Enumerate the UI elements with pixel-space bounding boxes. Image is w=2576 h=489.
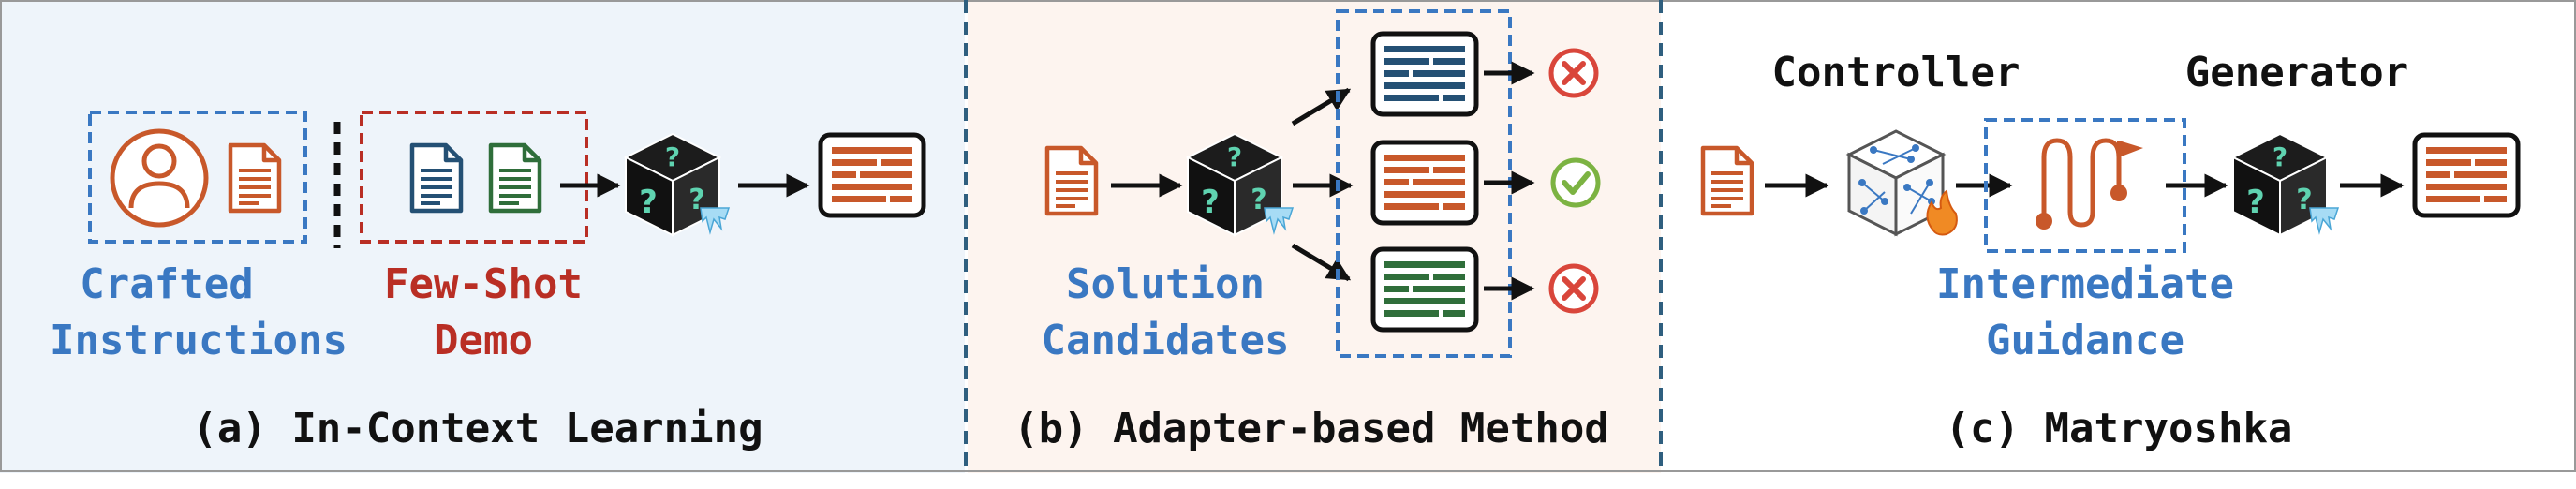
fire-icon [1926, 189, 1958, 236]
label-demo: Demo [434, 317, 533, 364]
document-icon [491, 145, 540, 211]
panel-c: Controller Generator [1703, 49, 2518, 452]
cross-icon [1551, 266, 1596, 311]
document-icon [1703, 148, 1752, 214]
caption-b: (b) Adapter-based Method [1014, 405, 1609, 452]
text-output-icon [2415, 135, 2518, 215]
guidance-box [1984, 118, 2186, 253]
label-generator: Generator [2185, 49, 2408, 96]
panel-b-background [968, 0, 1661, 473]
label-intermediate: Intermediate [1936, 260, 2234, 308]
text-output-icon [1373, 142, 1476, 223]
label-instructions: Instructions [50, 317, 348, 364]
document-icon [230, 145, 279, 211]
figure-border [0, 0, 2576, 472]
label-controller: Controller [1772, 49, 2021, 96]
document-icon [412, 145, 461, 211]
text-output-icon [1373, 249, 1476, 330]
panel-c-background [1661, 0, 2576, 473]
check-icon [1553, 160, 1598, 205]
label-solution: Solution [1066, 260, 1265, 308]
label-few-shot: Few-Shot [384, 260, 583, 308]
caption-c: (c) Matryoshka [1946, 405, 2293, 452]
caption-a: (a) In-Context Learning [192, 405, 762, 452]
path-flag-icon [2036, 138, 2143, 230]
label-crafted: Crafted [80, 260, 253, 308]
cross-icon [1551, 51, 1596, 96]
user-icon [110, 128, 209, 228]
panel-a-background [0, 0, 965, 473]
label-guidance: Guidance [1986, 317, 2184, 364]
text-output-icon [821, 135, 924, 215]
instructions-box [88, 111, 307, 244]
text-output-icon [1373, 34, 1476, 114]
document-icon [1047, 148, 1096, 214]
panel-b: Solution Candidates (b) Adapter-based Me… [1014, 9, 1609, 452]
panel-a: Crafted Instructions Few-Shot Demo (a) I… [50, 111, 924, 452]
label-candidates: Candidates [1042, 317, 1290, 364]
few-shot-box [360, 111, 588, 244]
